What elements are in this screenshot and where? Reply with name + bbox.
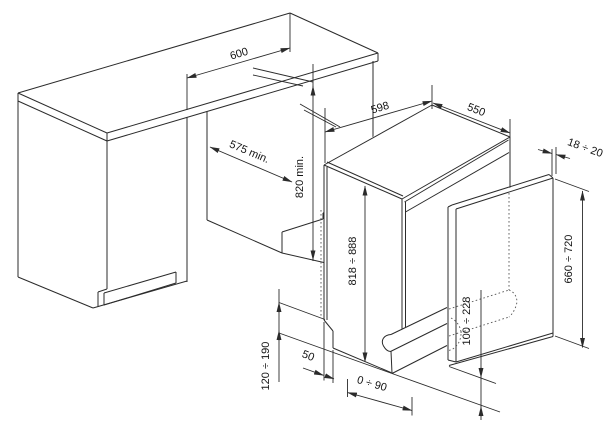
floor-lines [278, 332, 501, 413]
dim-plinth-recess-range: 0 ÷ 90 [347, 374, 413, 416]
dim-label-panel-bottom-clearance: 100 ÷ 228 [461, 297, 473, 346]
dim-niche-depth: 575 min. [209, 138, 293, 183]
dim-label-panel-height: 660 ÷ 720 [563, 235, 575, 284]
dim-plinth-height: 120 ÷ 190 [260, 289, 326, 391]
dim-label-plinth-recess-range: 0 ÷ 90 [356, 374, 389, 394]
kick-plate [381, 307, 448, 374]
dim-panel-height: 660 ÷ 720 [554, 178, 590, 349]
dim-label-niche-depth: 575 min. [227, 138, 271, 166]
dim-label-plinth-height: 120 ÷ 190 [260, 342, 272, 391]
dim-label-niche-width: 600 [229, 46, 250, 63]
counter-cabinet [17, 12, 379, 310]
door-panel [447, 174, 554, 366]
dim-label-niche-height: 820 min. [294, 156, 306, 198]
dim-plinth-side-clearance: 50 [300, 322, 335, 383]
dim-label-dishwasher-width: 598 [370, 100, 391, 117]
dim-niche-width: 600 [186, 13, 291, 110]
dim-panel-thickness: 18 ÷ 20 [537, 136, 605, 176]
dim-dishwasher-width: 598 [324, 85, 433, 163]
dim-label-panel-thickness: 18 ÷ 20 [566, 136, 605, 160]
dim-panel-bottom-clearance: 100 ÷ 228 [448, 290, 497, 420]
hidden-projection-lines [447, 193, 518, 351]
dim-niche-height: 820 min. [294, 64, 316, 261]
dim-dishwasher-height: 818 ÷ 888 [347, 185, 368, 363]
dim-label-plinth-side-clearance: 50 [300, 348, 316, 364]
dim-label-dishwasher-height: 818 ÷ 888 [347, 237, 359, 286]
